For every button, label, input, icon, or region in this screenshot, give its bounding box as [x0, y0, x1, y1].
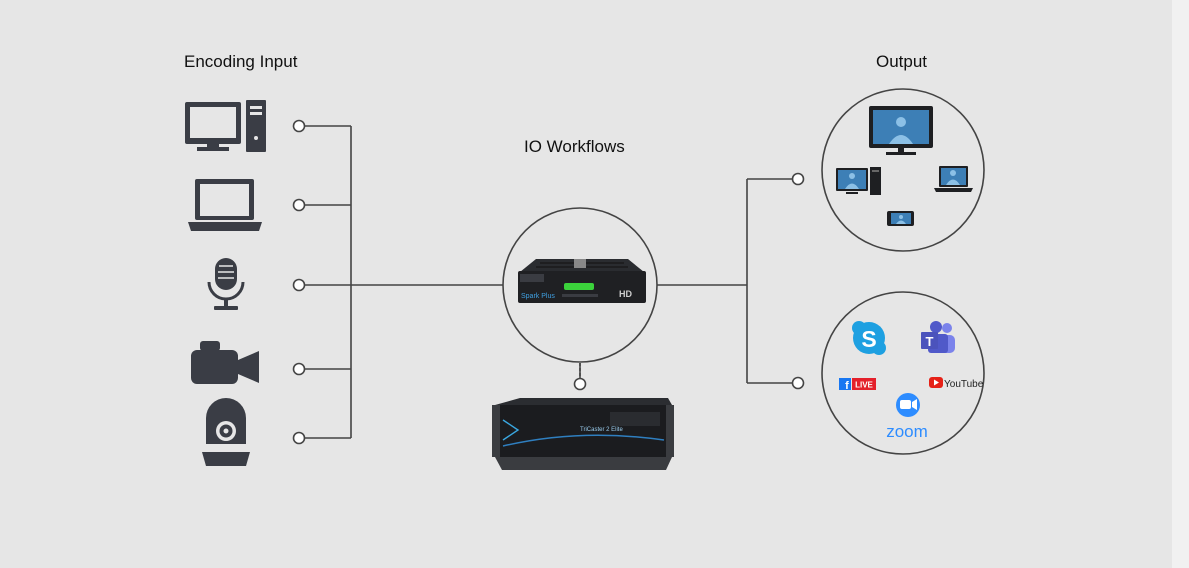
youtube-label: YouTube [944, 379, 984, 390]
zoom-logo: zoom [886, 393, 928, 441]
node-output-platforms [791, 376, 805, 390]
connector-nodes [292, 119, 805, 445]
svg-text:T: T [926, 334, 934, 349]
tv-monitor-icon [869, 106, 933, 155]
zoom-label: zoom [886, 422, 928, 441]
desktop-computer-icon [836, 167, 881, 195]
node-rack [573, 377, 587, 391]
skype-logo-icon: S [852, 321, 886, 355]
microphone-icon [207, 258, 245, 310]
ptz-camera-icon [202, 398, 250, 466]
node-laptop [292, 198, 306, 212]
output-devices-circle [821, 88, 985, 252]
youtube-logo: YouTube [929, 377, 984, 390]
node-ptz-camera [292, 431, 306, 445]
smartphone-icon [887, 211, 914, 226]
connection-lines [305, 125, 793, 439]
svg-text:f: f [845, 380, 849, 392]
output-devices-group [836, 106, 973, 226]
desktop-computer-icon [185, 100, 266, 152]
spark-plus-encoder: Spark Plus HD [518, 259, 646, 303]
node-microphone [292, 278, 306, 292]
node-video-camera [292, 362, 306, 376]
node-output-devices [791, 172, 805, 186]
teams-logo-icon: T [921, 321, 955, 353]
facebook-live-label: LIVE [855, 381, 873, 390]
hd-badge: HD [619, 289, 632, 299]
encoding-input-heading: Encoding Input [184, 52, 298, 71]
video-camera-icon [191, 341, 259, 384]
encoder-brand-label: Spark Plus [521, 293, 555, 300]
output-heading: Output [876, 52, 928, 71]
facebook-live-logo: f LIVE [839, 378, 876, 392]
laptop-icon [188, 179, 262, 231]
facebook-icon [839, 378, 851, 390]
laptop-icon [934, 166, 973, 192]
rack-brand-label: TriCaster 2 Elite [580, 427, 623, 433]
right-edge-panel [1172, 0, 1189, 568]
tricaster-rack-device: TriCaster 2 Elite [492, 398, 674, 470]
io-workflows-heading: IO Workflows [524, 137, 625, 156]
output-platforms-group: S T f LIVE YouTube zoom [839, 321, 984, 441]
node-desktop [292, 119, 306, 133]
svg-text:S: S [861, 326, 876, 352]
